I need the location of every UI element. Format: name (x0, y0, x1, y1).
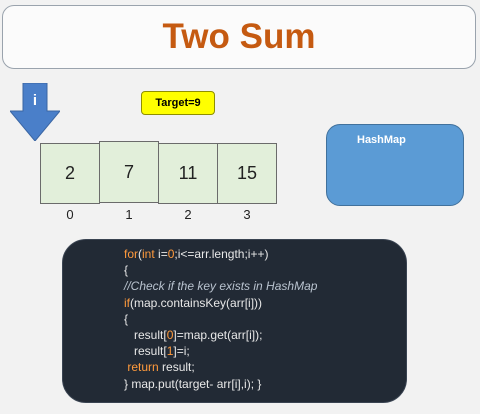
hashmap-box: HashMap (326, 124, 464, 206)
array-index: 3 (243, 207, 251, 222)
array-cell: 7 (99, 141, 159, 203)
code-line-9: } map.put(target- arr[i],i); } (124, 376, 262, 391)
code-keyword: if (124, 295, 130, 310)
code-text: result[ (124, 328, 167, 343)
code-text: (map.containsKey(arr[i])) (130, 295, 263, 310)
page-title: Two Sum (162, 17, 316, 56)
code-line-6: result[0]=map.get(arr[i]); (124, 327, 317, 343)
target-badge: Target=9 (141, 91, 215, 115)
code-line-8: return result; (124, 359, 317, 375)
code-text: result; (158, 360, 195, 375)
code-block: for(int i=0;i<=arr.length;i++){//Check i… (124, 246, 317, 392)
code-text: ( (138, 247, 143, 261)
array-cell: 15 (217, 143, 277, 204)
code-keyword: int (142, 247, 155, 261)
pointer-label: i (32, 92, 38, 109)
pointer-arrow-icon (10, 83, 60, 141)
title-box: Two Sum (2, 5, 476, 69)
code-keyword: return (124, 360, 159, 375)
code-keyword: for (124, 247, 139, 261)
array-cell: 2 (40, 143, 100, 204)
code-line-5: { (124, 311, 129, 326)
code-text: ;i<=arr.length;i++) (174, 247, 269, 261)
code-panel (62, 239, 407, 403)
code-line-4: if(map.containsKey(arr[i])) (124, 295, 317, 311)
code-number: 0 (167, 247, 175, 261)
code-text: result[ (124, 344, 167, 359)
array-index: 0 (66, 207, 74, 222)
code-comment: //Check if the key exists in HashMap (124, 279, 318, 294)
hashmap-label: HashMap (357, 134, 406, 146)
code-line-2: { (124, 263, 129, 278)
array: 2 7 11 15 (40, 141, 277, 204)
code-number: 0 (166, 328, 174, 343)
code-line-7: result[1]=i; (124, 343, 317, 359)
array-indices: 0 1 2 3 (40, 207, 277, 222)
array-cell: 11 (158, 143, 218, 204)
array-index: 1 (125, 207, 133, 222)
code-line-1: for(int i=0;i<=arr.length;i++) (124, 246, 317, 262)
code-text: i= (154, 247, 168, 261)
code-text: ]=map.get(arr[i]); (173, 328, 263, 343)
code-number: 1 (166, 344, 174, 359)
array-index: 2 (184, 207, 192, 222)
code-text: ]=i; (173, 344, 190, 359)
